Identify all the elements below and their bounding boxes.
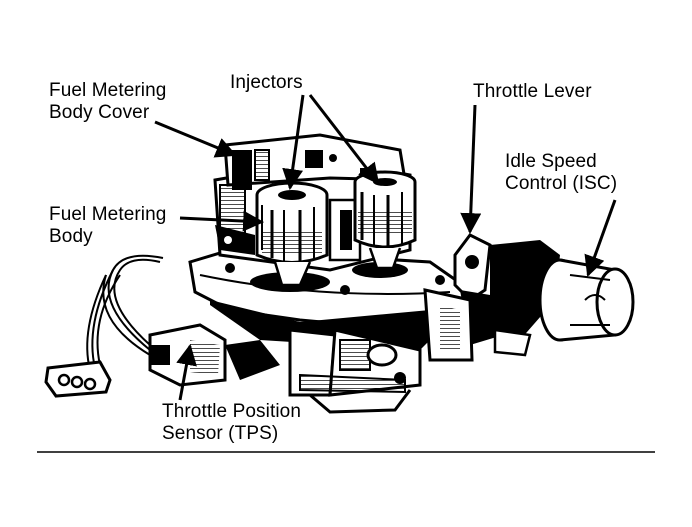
leader-fuel-metering-body (179, 210, 265, 232)
leader-injector-right (308, 94, 380, 185)
label-line: Sensor (TPS) (162, 423, 279, 444)
label-idle-speed-control: Idle Speed Control (ISC) (505, 151, 617, 195)
label-line: Body (49, 226, 93, 247)
label-throttle-lever: Throttle Lever (473, 81, 592, 103)
leader-isc (584, 199, 617, 277)
leader-injector-left (282, 94, 305, 191)
label-line: Fuel Metering (49, 204, 167, 225)
label-line: Throttle Position (162, 401, 301, 422)
callout-leaders (154, 94, 617, 401)
label-fuel-metering-body: Fuel Metering Body (49, 204, 166, 248)
tps-connector (44, 254, 164, 398)
label-fuel-metering-body-cover: Fuel Metering Body Cover (49, 80, 166, 124)
throttle-shaft-housing (210, 300, 440, 414)
leader-throttle-lever (460, 104, 482, 235)
label-line: Body Cover (49, 102, 150, 123)
isc-motor (490, 240, 635, 357)
label-line: Injectors (230, 72, 303, 93)
label-line: Idle Speed (505, 151, 597, 172)
injector-right (353, 170, 417, 270)
leader-fuel-metering-body-cover (154, 120, 237, 158)
label-line: Control (ISC) (505, 173, 618, 194)
leader-tps (176, 343, 197, 401)
label-line: Fuel Metering (49, 80, 167, 101)
label-line: Throttle Lever (473, 81, 592, 102)
label-injectors: Injectors (230, 72, 303, 94)
label-throttle-position-sensor: Throttle Position Sensor (TPS) (162, 401, 301, 445)
